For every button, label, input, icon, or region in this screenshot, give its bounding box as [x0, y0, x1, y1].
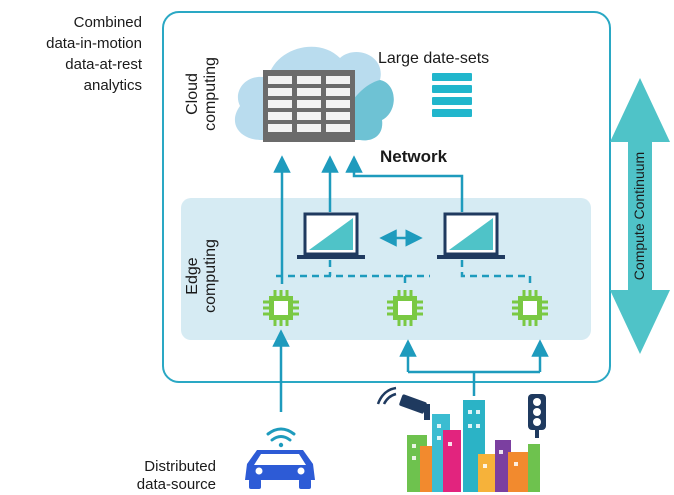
large-datasets-label: Large date-sets — [378, 50, 490, 67]
caption-line: Combined — [73, 14, 142, 31]
city-icon — [407, 400, 540, 492]
cloud-computing-label: Cloud computing — [184, 46, 224, 142]
chip-icon — [387, 290, 423, 326]
system-frame — [162, 11, 611, 383]
server-rack-icon — [263, 70, 355, 142]
caption-line: Distributed — [144, 458, 216, 475]
city-uplink-arrows — [399, 339, 549, 396]
caption-line: data-source — [136, 476, 216, 493]
compute-continuum-label: Compute Continuum — [631, 151, 647, 281]
uplink-arrows — [273, 155, 464, 284]
cloud-label-line1: Cloud — [184, 73, 201, 115]
caption-line: data-at-rest — [65, 56, 142, 73]
laptop-icon — [297, 212, 365, 259]
edge-bus-dashed — [276, 260, 532, 286]
traffic-light-icon — [528, 394, 546, 438]
distributed-source-caption: Distributed data-source — [78, 458, 216, 494]
chip-icon — [263, 290, 299, 326]
laptop-icon — [437, 212, 505, 259]
car-icon — [245, 450, 315, 489]
caption-line: data-in-motion — [46, 35, 142, 52]
edge-computing-label: Edge computing — [184, 228, 224, 324]
edge-label-line1: Edge — [184, 257, 201, 295]
continuum-arrow — [610, 78, 670, 354]
wifi-icon — [266, 427, 296, 448]
edge-label-line2: computing — [202, 239, 219, 313]
cloud-label-line2: computing — [202, 57, 219, 131]
caption-line: analytics — [83, 77, 142, 94]
combined-analytics-caption: Combined data-in-motion data-at-rest ana… — [8, 12, 142, 96]
database-stack-icon — [432, 73, 472, 117]
network-label: Network — [380, 147, 448, 166]
chip-icon — [512, 290, 548, 326]
camera-icon — [376, 386, 430, 420]
